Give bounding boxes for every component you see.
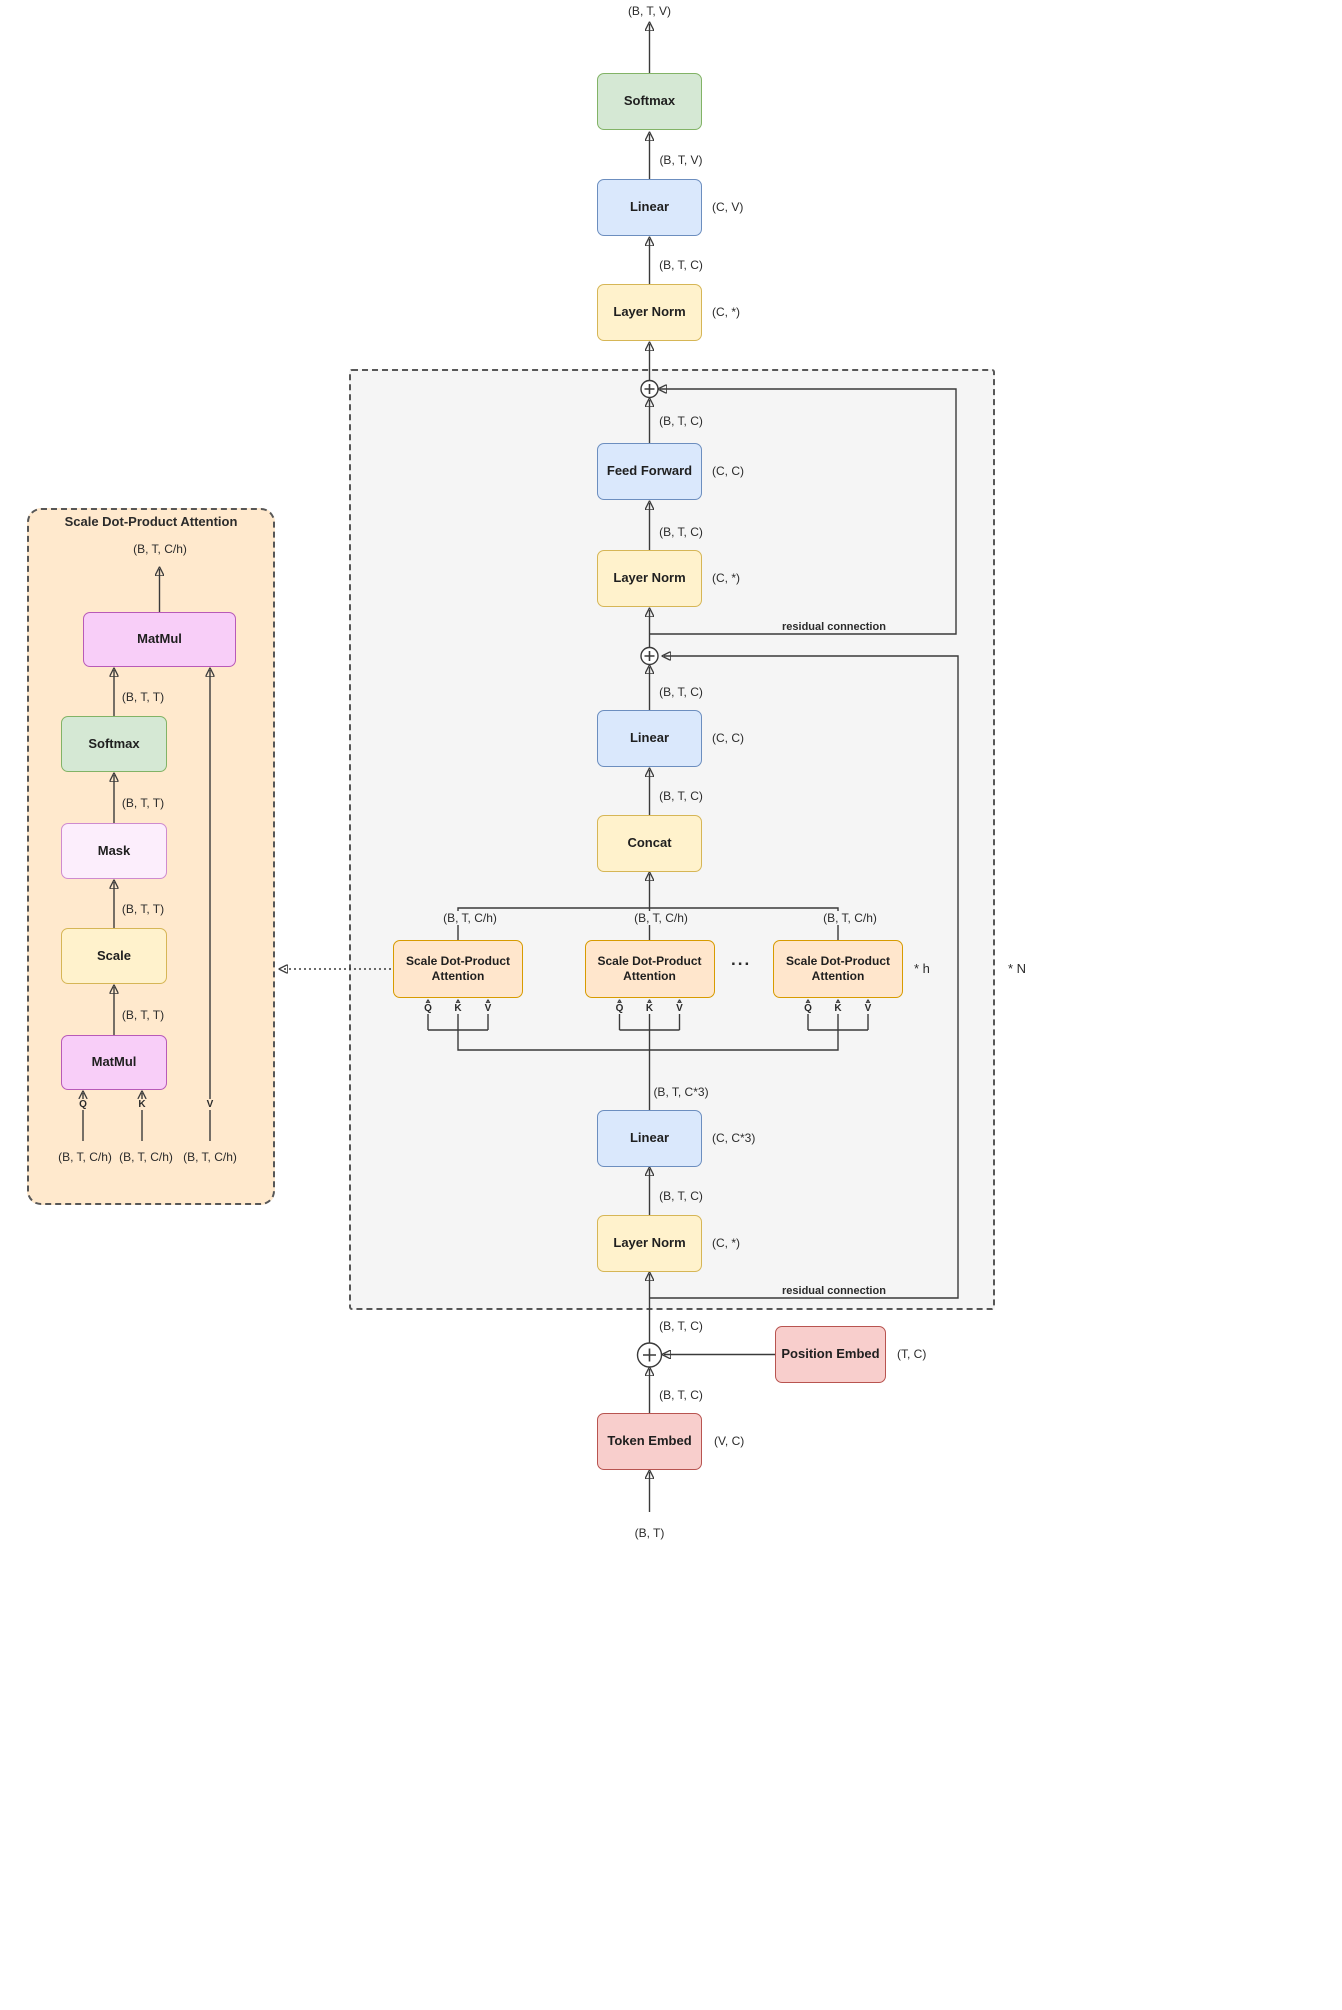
subnode-scale: Scale [61,928,167,984]
label-shape-token-add: (B, T, C) [659,1388,703,1402]
label-attn-q: Q [77,1099,89,1110]
label-shape-block-input: (B, T, C) [659,1319,703,1333]
label-weight-token-embed: (V, C) [714,1434,745,1448]
label-heads-ellipsis: ... [731,950,752,969]
label-weight-linear-qkv: (C, C*3) [712,1131,756,1145]
label-shape-ln-linear: (B, T, C) [659,258,703,272]
add-op-embed [636,1342,663,1368]
label-weight-ln1: (C, *) [712,1236,740,1250]
label-weight-ln2: (C, *) [712,571,740,585]
label-shape-linear-softmax: (B, T, V) [659,153,703,167]
subnode-softmax: Softmax [61,716,167,772]
label-attn-title: Scale Dot-Product Attention [64,514,238,529]
node-attention-head-2: Scale Dot-Product Attention [584,940,715,998]
label-output-shape: (B, T, V) [627,4,672,18]
label-attn-btt-scale: (B, T, T) [121,902,165,916]
label-weight-pos-embed: (T, C) [897,1347,927,1361]
label-shape-add-linear: (B, T, C) [659,685,703,699]
add-op-middle [640,646,659,666]
label-shape-ln1-linear: (B, T, C) [659,1189,703,1203]
label-head3-q: Q [802,1003,814,1014]
label-shape-concat-linear: (B, T, C) [659,789,703,803]
label-head3-k: K [832,1003,844,1014]
subnode-mask: Mask [61,823,167,879]
label-weight-linear-out: (C, V) [712,200,744,214]
node-attention-head-3: Scale Dot-Product Attention [773,940,903,998]
label-head1-k: K [452,1003,464,1014]
label-head2-v: V [674,1003,685,1014]
label-head1-output-shape: (B, T, C/h) [441,911,499,925]
label-head3-output-shape: (B, T, C/h) [821,911,879,925]
label-attn-btt-matmul: (B, T, T) [121,1008,165,1022]
node-position-embed: Position Embed [775,1326,886,1383]
label-attn-output-shape: (B, T, C/h) [133,542,187,556]
node-linear-qkv: Linear [597,1110,702,1167]
label-weight-ln-out: (C, *) [712,305,740,319]
node-softmax-output: Softmax [597,73,702,130]
label-attn-v-shape: (B, T, C/h) [183,1150,237,1164]
label-head3-v: V [862,1003,874,1014]
label-attn-q-shape: (B, T, C/h) [58,1150,112,1164]
label-head2-q: Q [613,1003,626,1014]
add-op-top [640,379,659,399]
label-shape-ln2-ff: (B, T, C) [659,525,703,539]
label-weight-ff: (C, C) [712,464,744,478]
label-shape-ff-add: (B, T, C) [659,414,703,428]
label-attn-btt-mask: (B, T, T) [121,796,165,810]
label-attn-btt-softmax: (B, T, T) [121,690,165,704]
label-residual-bottom: residual connection [782,1285,886,1297]
label-attn-v: V [204,1099,216,1110]
label-residual-top: residual connection [782,621,886,633]
label-weight-linear-proj: (C, C) [712,731,744,745]
node-attention-head-1: Scale Dot-Product Attention [393,940,523,998]
label-input-shape: (B, T) [634,1526,665,1540]
label-attn-k-shape: (B, T, C/h) [119,1150,173,1164]
node-layernorm-1: Layer Norm [597,1215,702,1272]
node-layernorm-output: Layer Norm [597,284,702,341]
label-per-head: * h [914,961,930,976]
label-head1-q: Q [422,1003,434,1014]
node-concat: Concat [597,815,702,872]
label-head2-output-shape: (B, T, C/h) [632,911,690,925]
node-linear-proj: Linear [597,710,702,767]
subnode-matmul-scores: MatMul [61,1035,167,1090]
label-head2-k: K [643,1003,656,1014]
label-per-layer: * N [1008,961,1027,976]
node-layernorm-2: Layer Norm [597,550,702,607]
label-attn-k: K [136,1099,148,1110]
node-token-embed: Token Embed [597,1413,702,1470]
node-feed-forward: Feed Forward [597,443,702,500]
label-head1-v: V [482,1003,494,1014]
node-linear-output: Linear [597,179,702,236]
subnode-matmul-output: MatMul [83,612,236,667]
label-shape-qkv: (B, T, C*3) [653,1085,709,1099]
